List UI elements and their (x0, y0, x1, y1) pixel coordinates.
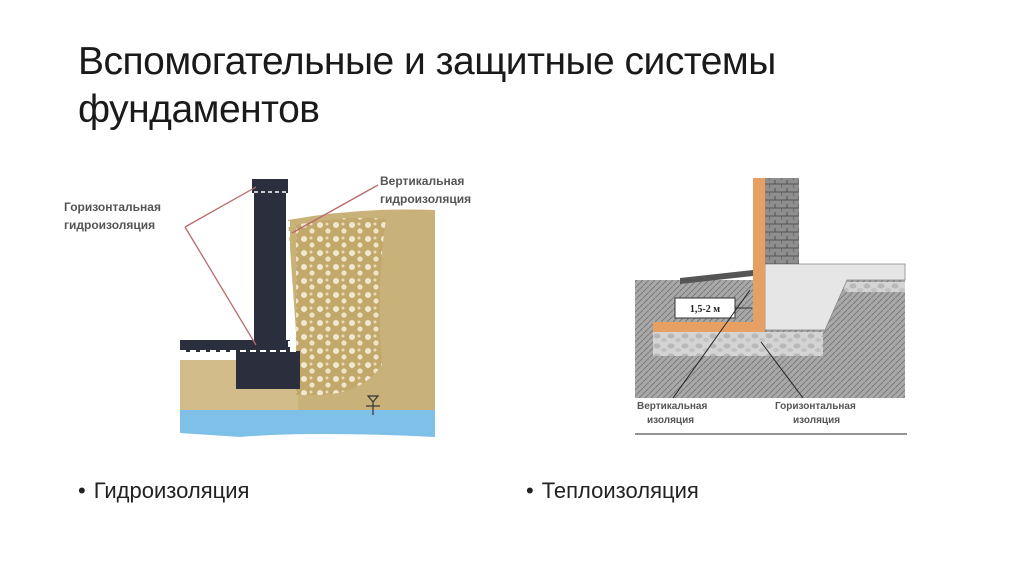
water-level-mark (366, 395, 380, 415)
title-line-1: Вспомогательные и защитные системы (78, 40, 776, 83)
slide-title: Вспомогательные и защитные системы фунда… (78, 38, 978, 134)
gravel-slope (835, 282, 905, 292)
floor-slab (180, 340, 290, 352)
caption-left: • Гидроизоляция (78, 478, 249, 504)
label-vertical-insulation-line2: изоляция (647, 415, 694, 426)
wall-top-cap (252, 179, 288, 193)
caption-right-text: Теплоизоляция (541, 478, 699, 503)
horizontal-insulation (653, 322, 765, 332)
leader-lines (184, 184, 379, 346)
title-line-2: фундаментов (78, 88, 320, 131)
vertical-insulation (753, 178, 765, 332)
groundwater (180, 410, 435, 437)
caption-left-text: Гидроизоляция (93, 478, 250, 503)
brick-wall (765, 178, 799, 264)
label-horizontal-insulation-line2: изоляция (793, 415, 840, 426)
label-vertical-line2: гидроизоляция (380, 192, 471, 206)
insulation-diagram: 1,5-2 м Вертикальная изоляция Горизонтал… (625, 172, 915, 442)
insulation-svg: 1,5-2 м Вертикальная изоляция Горизонтал… (635, 178, 907, 435)
caption-right: • Теплоизоляция (526, 478, 699, 504)
foundation-wall (254, 179, 286, 349)
gravel-band (653, 332, 823, 356)
waterproofing-svg: Горизонтальная гидроизоляция Вертикальна… (64, 174, 471, 437)
label-vertical-insulation-line1: Вертикальная (637, 401, 707, 412)
bullet-left: • (78, 478, 86, 503)
bullet-right: • (526, 478, 534, 503)
dimension-label: 1,5-2 м (690, 304, 720, 315)
label-horizontal-line1: Горизонтальная (64, 200, 161, 214)
arrows (672, 289, 804, 399)
blind-area (680, 270, 753, 284)
gravel-backfill (296, 217, 386, 396)
label-vertical-line1: Вертикальная (380, 174, 464, 188)
waterproofing-diagram: Горизонтальная гидроизоляция Вертикальна… (60, 165, 500, 455)
label-horizontal-line2: гидроизоляция (64, 218, 155, 232)
footing (236, 351, 300, 389)
label-horizontal-insulation-line1: Горизонтальная (775, 401, 856, 412)
